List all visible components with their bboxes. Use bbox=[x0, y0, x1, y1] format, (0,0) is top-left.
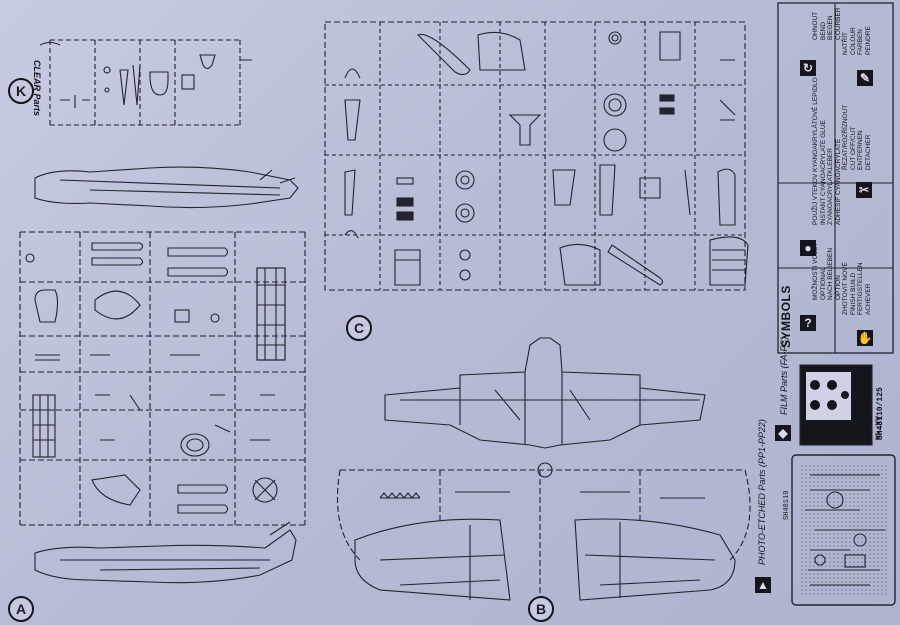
cut-icon: ✂ bbox=[856, 182, 872, 198]
frame-k-title: CLEAR Parts bbox=[32, 60, 42, 117]
film-icon: ◆ bbox=[775, 425, 791, 441]
glue-icon: ● bbox=[800, 240, 816, 256]
symbol-glue-text: POUŽIJ VTEKOV KYANOAKRYLÁTOVÉ LEPIDLO IN… bbox=[812, 77, 842, 225]
symbols-title: SYMBOLS bbox=[779, 285, 793, 348]
symbols-box bbox=[777, 2, 894, 354]
symbol-paint-text: NATŘÍT COLOUR FARBEN PEINDRE bbox=[842, 26, 872, 55]
pe-fret bbox=[791, 454, 896, 606]
symbol-bend-text: OHNOUT BEND BIEGEN COURBER bbox=[812, 7, 842, 40]
optional-icon: ? bbox=[800, 315, 816, 331]
sprue-k-clear bbox=[39, 39, 252, 126]
film-product-name: Seafire Mk.XV bbox=[866, 406, 884, 440]
sprue-b bbox=[337, 337, 751, 601]
pe-fret-code: SH48110 bbox=[783, 490, 791, 520]
symbol-finish-text: ZHOTOVIT NOVÉ FINISH BUILD FERTIGSTELLEN… bbox=[842, 262, 872, 315]
finish-icon: ✋ bbox=[857, 330, 873, 346]
pe-icon: ▲ bbox=[755, 577, 771, 593]
frame-b-badge: B bbox=[528, 596, 554, 622]
film-title: FILM Parts (FA-FC) bbox=[779, 336, 789, 415]
sprue-c bbox=[324, 21, 749, 291]
frame-k-badge: K bbox=[8, 78, 34, 104]
pe-title: PHOTO-ETCHED Parts (PP1-PP22) bbox=[757, 419, 767, 565]
paint-icon: ✎ bbox=[857, 70, 873, 86]
film-panel bbox=[799, 364, 873, 446]
frame-c-badge: C bbox=[346, 315, 372, 341]
symbol-cut-text: ŘEZAT/ROZŘÍZNOUT CUT OFF/CUT ENTFERNEN D… bbox=[842, 104, 872, 170]
frame-a-badge: A bbox=[8, 596, 34, 622]
symbol-optional-text: MOŽNOSTI VOLBY OPTIONAL NACH BELIEBEN OP… bbox=[812, 242, 842, 300]
sprue-a bbox=[19, 166, 306, 584]
bend-icon: ↻ bbox=[800, 60, 816, 76]
